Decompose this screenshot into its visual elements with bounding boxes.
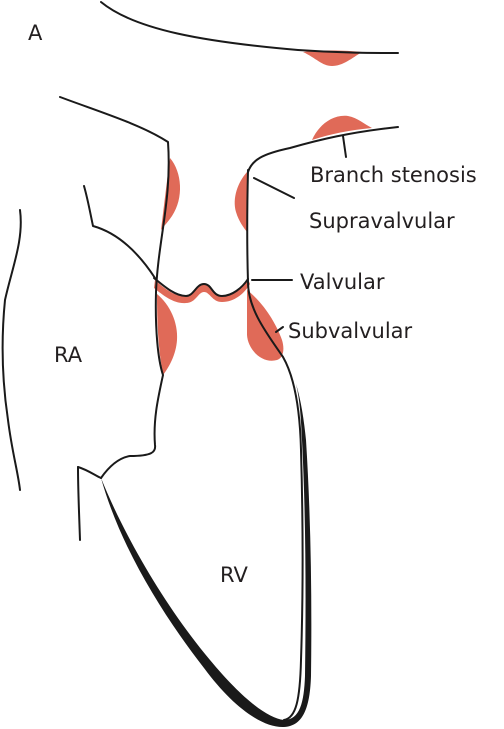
- label-group: A RA RV Branch stenosis Supravalvular Va…: [28, 21, 477, 587]
- branch-stenosis-lesion-upper: [303, 50, 362, 66]
- pulmonary-artery-right-wall: [246, 169, 304, 721]
- right-atrium-outline: [1, 209, 22, 491]
- right-ventricle-label: RV: [220, 563, 248, 587]
- atrium-lower-boundary: [77, 466, 81, 541]
- valvular-label: Valvular: [300, 270, 385, 294]
- pulmonary-artery-branch: [247, 126, 399, 173]
- heart-outline-group: [1, 1, 399, 721]
- supravalvular-leader: [253, 177, 295, 199]
- supravalvular-lesion-right: [234, 172, 247, 232]
- upper-vessel-outline: [100, 1, 399, 54]
- atrium-upper-wall: [59, 96, 170, 479]
- subvalvular-lesion-left: [157, 294, 178, 375]
- atrium-junction: [77, 466, 102, 479]
- valvular-lesion: [154, 279, 250, 304]
- branch-stenosis-lesion: [312, 115, 372, 140]
- subvalvular-label: Subvalvular: [288, 319, 413, 343]
- panel-label: A: [28, 21, 43, 45]
- branch-stenosis-label: Branch stenosis: [310, 163, 477, 187]
- valve-annulus-line: [83, 185, 156, 279]
- leader-line-group: [251, 135, 347, 333]
- subvalvular-leader: [275, 326, 284, 333]
- right-atrium-label: RA: [54, 343, 83, 367]
- valvular-leaflet-line: [153, 277, 249, 297]
- right-ventricle-wall: [101, 384, 312, 728]
- branch-stenosis-leader: [342, 135, 347, 158]
- supravalvular-label: Supravalvular: [309, 209, 455, 233]
